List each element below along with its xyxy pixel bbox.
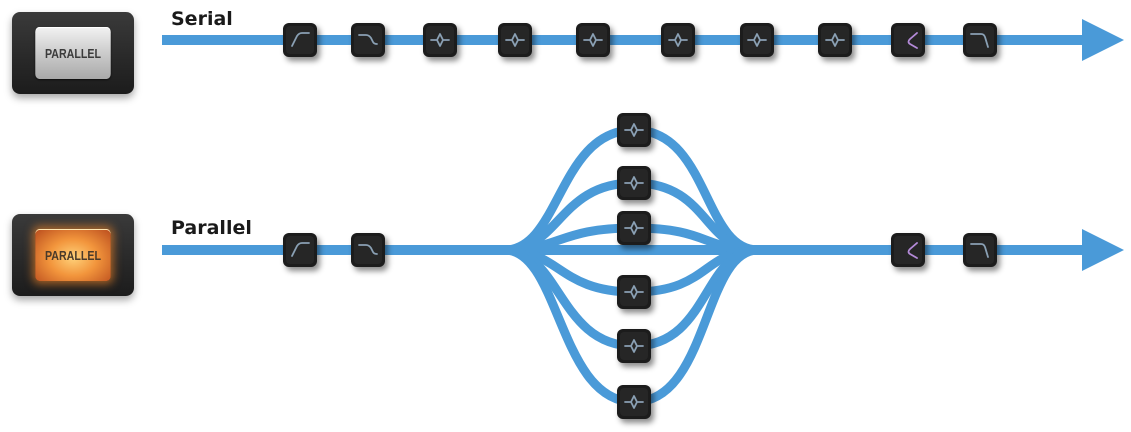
bell-icon (624, 285, 644, 299)
lowpass-icon (970, 33, 989, 48)
eq-module-face (286, 26, 314, 54)
eq-module[interactable] (617, 113, 651, 147)
lowpass-icon (970, 243, 989, 258)
serial-mode-label: Serial (171, 8, 233, 30)
lowshelf-icon (358, 34, 378, 45)
parallel-button-face-lit[interactable]: PARALLEL (35, 229, 111, 281)
eq-module[interactable] (423, 23, 457, 57)
highpass-icon (291, 242, 310, 257)
eq-module[interactable] (617, 211, 651, 245)
bell-icon (624, 395, 644, 409)
eq-module-face (894, 236, 922, 264)
eq-module-face (501, 26, 529, 54)
bell-icon (668, 33, 688, 47)
arrow-head-icon (1082, 229, 1124, 271)
parallel-mode-button[interactable]: PARALLEL (12, 214, 134, 296)
eq-module-face (354, 26, 382, 54)
eq-module-face (620, 169, 648, 197)
highshelf-icon (907, 242, 918, 259)
bell-icon (583, 33, 603, 47)
eq-module-face (743, 26, 771, 54)
eq-module-face (620, 214, 648, 242)
eq-module-face (664, 26, 692, 54)
bell-icon (624, 221, 644, 235)
eq-module-face (620, 332, 648, 360)
highpass-icon (291, 32, 310, 47)
eq-module-face (821, 26, 849, 54)
eq-module-face (579, 26, 607, 54)
eq-module[interactable] (661, 23, 695, 57)
eq-module[interactable] (498, 23, 532, 57)
eq-module[interactable] (963, 23, 997, 57)
serial-mode-button[interactable]: PARALLEL (12, 12, 134, 94)
eq-module-face (894, 26, 922, 54)
eq-module-face (620, 116, 648, 144)
eq-module-face (426, 26, 454, 54)
eq-module[interactable] (891, 233, 925, 267)
eq-module-face (966, 236, 994, 264)
eq-module-face (620, 278, 648, 306)
eq-module[interactable] (283, 233, 317, 267)
eq-module[interactable] (617, 275, 651, 309)
eq-module-face (354, 236, 382, 264)
eq-module[interactable] (576, 23, 610, 57)
eq-module[interactable] (617, 385, 651, 419)
eq-module[interactable] (891, 23, 925, 57)
eq-module[interactable] (963, 233, 997, 267)
bell-icon (624, 339, 644, 353)
bell-icon (430, 33, 450, 47)
eq-module[interactable] (740, 23, 774, 57)
eq-module[interactable] (617, 329, 651, 363)
parallel-mode-label: Parallel (171, 217, 252, 239)
parallel-button-face-unlit[interactable]: PARALLEL (35, 27, 111, 79)
eq-module[interactable] (617, 166, 651, 200)
bell-icon (624, 176, 644, 190)
lowshelf-icon (358, 244, 378, 255)
eq-module-face (966, 26, 994, 54)
bell-icon (505, 33, 525, 47)
eq-module[interactable] (818, 23, 852, 57)
highshelf-icon (907, 32, 918, 49)
eq-module[interactable] (351, 23, 385, 57)
bell-icon (825, 33, 845, 47)
bell-icon (624, 123, 644, 137)
eq-module[interactable] (351, 233, 385, 267)
eq-module-face (286, 236, 314, 264)
eq-module[interactable] (283, 23, 317, 57)
bell-icon (747, 33, 767, 47)
eq-module-face (620, 388, 648, 416)
arrow-head-icon (1082, 19, 1124, 61)
